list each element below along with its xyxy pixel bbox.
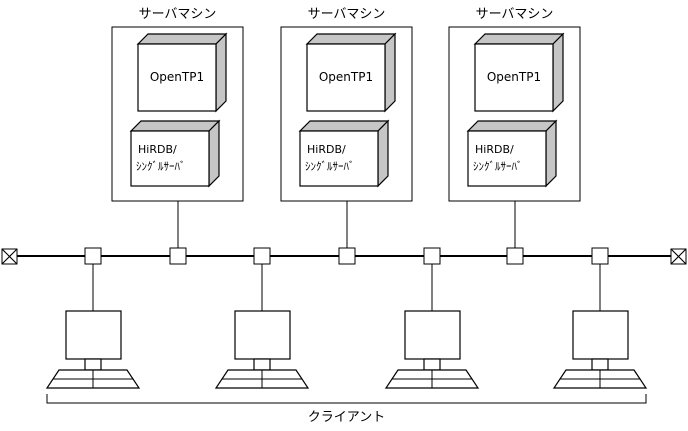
tap-square-icon-server-2 <box>338 247 356 265</box>
component-box-opentp1-2 <box>305 32 397 113</box>
component-label-opentp1-3: OpenTP1 <box>486 70 542 84</box>
component-label-opentp1-1: OpenTP1 <box>149 70 205 84</box>
client-monitor-screen <box>65 310 122 360</box>
desktop-computer-icon-1 <box>45 310 141 389</box>
desktop-computer-icon-4 <box>552 310 648 389</box>
x-terminator-icon-left <box>1 248 18 265</box>
component-box-hirdb-1 <box>129 119 221 188</box>
box-front-face <box>130 130 210 187</box>
box-right-face <box>215 32 227 113</box>
client-monitor-stand <box>423 358 441 371</box>
client-monitor-screen <box>234 310 291 360</box>
client-monitor-screen <box>404 310 461 360</box>
box-right-face <box>552 32 564 113</box>
client-monitor-stand <box>253 358 271 371</box>
terminator-x-stroke-b <box>1 248 18 265</box>
component-label-opentp1-2: OpenTP1 <box>318 70 374 84</box>
terminator-x-stroke-b <box>670 248 687 265</box>
server-panel-title-2: サーバマシン <box>307 7 386 22</box>
component-box-opentp1-1 <box>136 32 228 113</box>
component-box-hirdb-2 <box>298 119 390 188</box>
component-label-hirdb-line1-2: HiRDB/ <box>307 143 346 156</box>
server-panel-title-1: サーバマシン <box>138 7 217 22</box>
box-right-face <box>208 119 220 188</box>
box-top-face <box>136 33 228 45</box>
tap-square-icon-client-1 <box>84 247 102 265</box>
component-label-hirdb-line2-2: ｼﾝｸﾞﾙｻｰﾊﾞ <box>305 160 355 173</box>
x-terminator-icon-right <box>670 248 687 265</box>
box-top-face <box>473 33 565 45</box>
box-top-face <box>129 120 221 132</box>
network-bus <box>1 247 687 311</box>
server-machine-panel-3 <box>448 26 581 248</box>
box-front-face <box>299 130 379 187</box>
server-machine-panel-2 <box>280 26 413 248</box>
clients-group-bracket <box>46 394 647 404</box>
server-machine-panel-1 <box>111 26 244 248</box>
bracket-path <box>46 394 647 404</box>
box-top-face <box>305 33 397 45</box>
box-top-face <box>298 120 390 132</box>
tap-square-icon-client-2 <box>253 247 271 265</box>
desktop-computer-icon-2 <box>214 310 310 389</box>
component-box-opentp1-3 <box>473 32 565 113</box>
box-right-face <box>384 32 396 113</box>
box-top-face <box>466 120 558 132</box>
component-label-hirdb-line2-3: ｼﾝｸﾞﾙｻｰﾊﾞ <box>473 160 523 173</box>
component-label-hirdb-line1-1: HiRDB/ <box>138 143 177 156</box>
component-label-hirdb-line1-3: HiRDB/ <box>475 143 514 156</box>
clients-bracket-label: クライアント <box>307 410 386 425</box>
box-front-face <box>467 130 547 187</box>
component-label-hirdb-line2-1: ｼﾝｸﾞﾙｻｰﾊﾞ <box>136 160 186 173</box>
server-panel-title-3: サーバマシン <box>475 7 554 22</box>
desktop-computer-icon-3 <box>384 310 480 389</box>
tap-square-icon-server-3 <box>506 247 524 265</box>
component-box-hirdb-3 <box>466 119 558 188</box>
box-right-face <box>377 119 389 188</box>
box-front-face <box>306 43 386 112</box>
tap-square-icon-server-1 <box>169 247 187 265</box>
client-monitor-stand <box>591 358 609 371</box>
tap-square-icon-client-4 <box>591 247 609 265</box>
client-monitor-screen <box>572 310 629 360</box>
box-right-face <box>545 119 557 188</box>
box-front-face <box>137 43 217 112</box>
box-front-face <box>474 43 554 112</box>
client-monitor-stand <box>84 358 102 371</box>
tap-square-icon-client-3 <box>423 247 441 265</box>
